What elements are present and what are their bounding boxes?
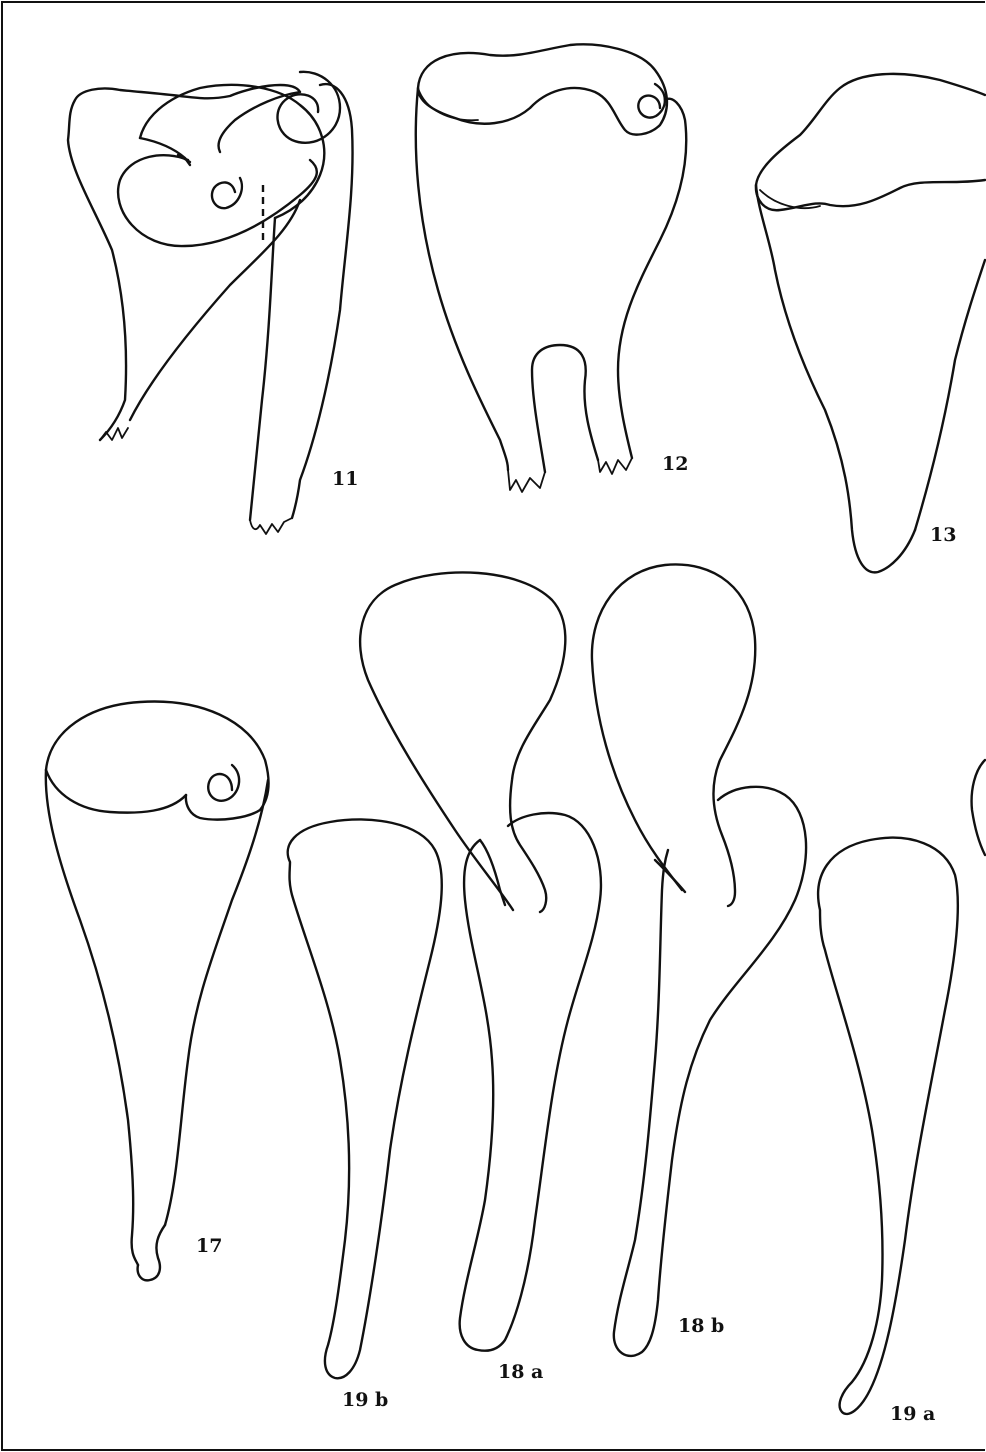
figure-11-drawing [68, 72, 353, 534]
figure-11-coil-inner [140, 138, 190, 165]
figure-18a-upper [360, 572, 565, 912]
figure-19a-label: 19 a [890, 1403, 935, 1425]
figure-18a-neck [480, 840, 505, 905]
figure-11-stem [292, 84, 353, 518]
figure-18a-label: 18 a [498, 1361, 543, 1383]
figure-19b-label: 19 b [342, 1389, 388, 1411]
partial-figure-right-edge [972, 760, 985, 855]
figure-18b-label: 18 b [678, 1315, 724, 1337]
figure-11-outline [68, 85, 300, 440]
figure-13-body-right [915, 260, 985, 530]
figure-17-drawing [46, 702, 269, 1281]
figure-18b-neck [655, 860, 685, 892]
figure-19b-drawing [288, 819, 442, 1378]
figure-17-body-left [46, 770, 138, 1265]
figure-12-tip-right [598, 458, 632, 474]
figure-17-foot [138, 1225, 165, 1280]
figure-11-spiral-left [212, 178, 242, 208]
figure-11-spiral-right [277, 72, 340, 143]
figure-13-rim [760, 190, 820, 208]
figure-17-head [46, 702, 269, 820]
figure-18b-upper [592, 564, 755, 906]
figure-11-tip-left [100, 428, 128, 440]
figure-17-rim [46, 770, 186, 813]
figure-17-spiral [208, 765, 239, 801]
figure-18b-lower [614, 787, 806, 1356]
figure-19a-drawing [818, 838, 958, 1414]
figure-12-spiral [638, 84, 665, 118]
figure-18a-drawing [360, 572, 601, 1350]
figure-12-body-left [416, 88, 508, 470]
figure-12-tip-left [508, 470, 545, 492]
figure-12-body-right [618, 99, 686, 458]
figure-13-body-left [756, 185, 915, 572]
figure-11-coil-large [118, 155, 317, 246]
figure-12-notch [532, 345, 598, 472]
figure-12-label: 12 [662, 453, 688, 475]
figure-11-label: 11 [332, 468, 358, 490]
figure-13-drawing [756, 74, 985, 572]
figure-18b-drawing [592, 564, 806, 1355]
figure-18a-lower [460, 813, 601, 1351]
figure-13-label: 13 [930, 524, 956, 546]
figure-13-outline [756, 74, 985, 210]
figure-19a-outline [818, 838, 958, 1414]
figure-12-top [418, 44, 667, 134]
figure-17-label: 17 [196, 1235, 222, 1257]
figure-19b-outline [288, 819, 442, 1378]
figure-11-tip-right [250, 518, 292, 534]
figure-17-body-right [165, 780, 268, 1225]
figure-12-drawing [416, 44, 686, 492]
